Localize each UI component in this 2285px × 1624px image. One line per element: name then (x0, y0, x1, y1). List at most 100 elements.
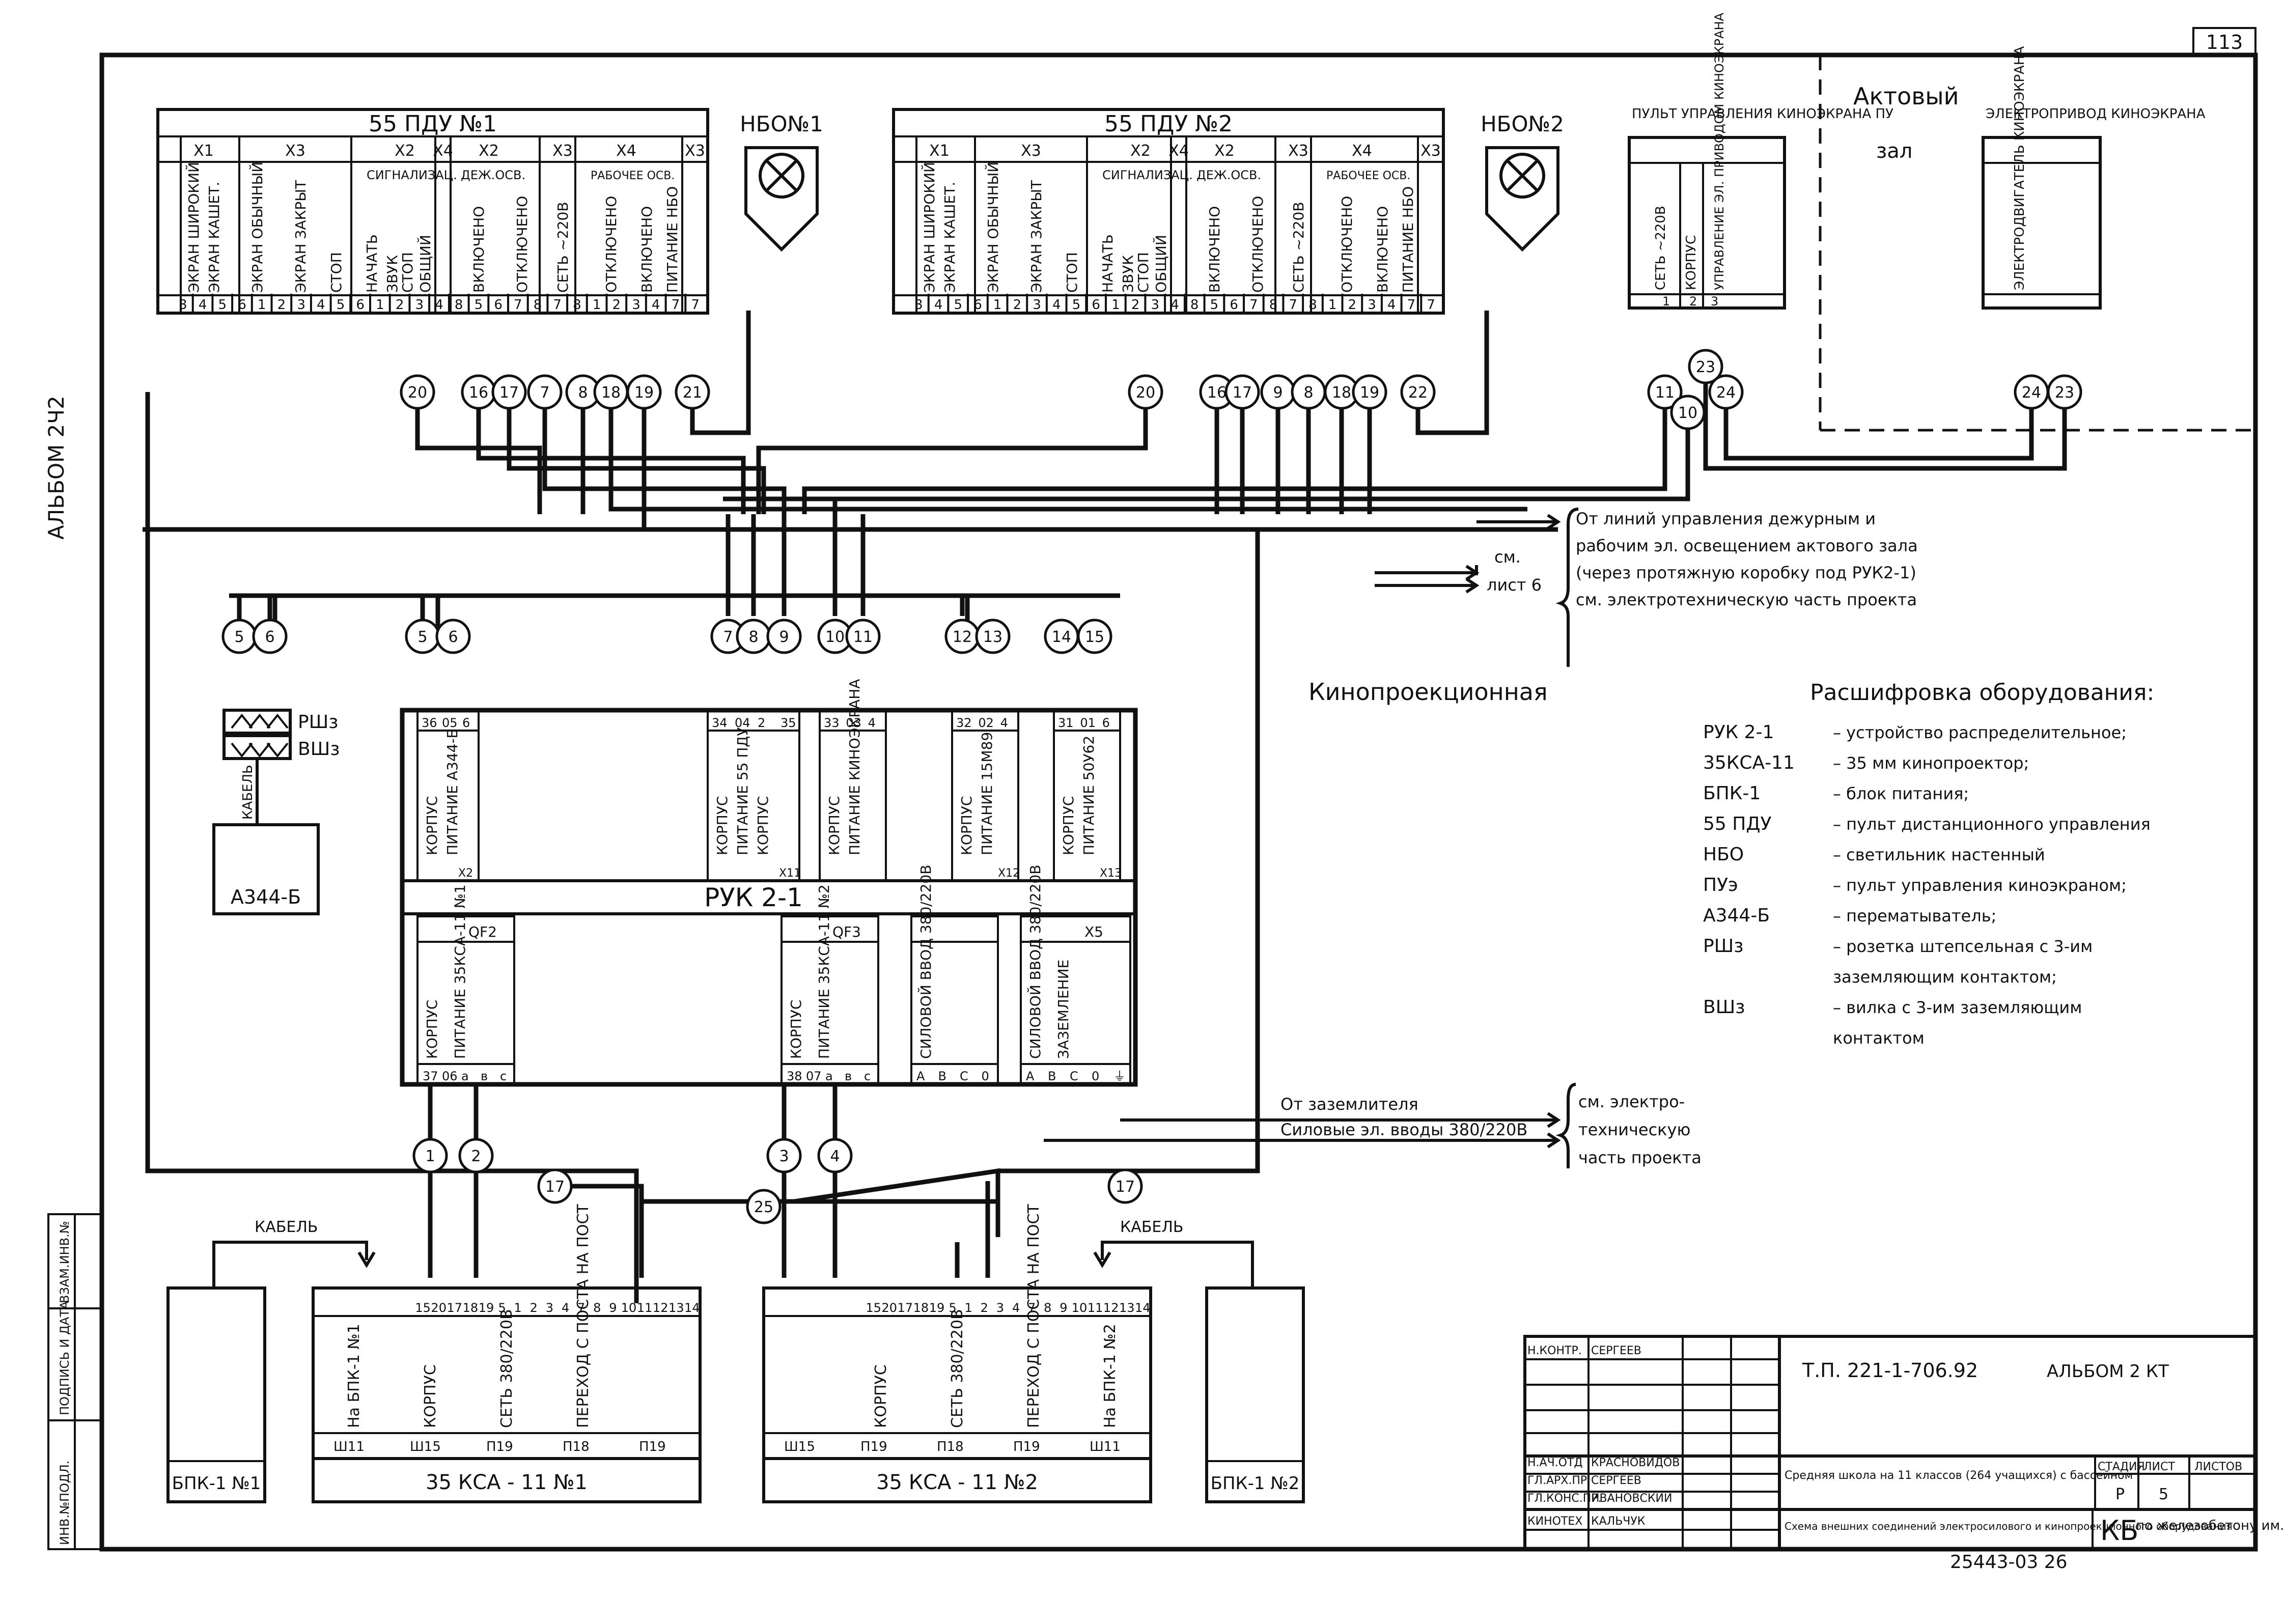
proj-pin: 19 (479, 1301, 494, 1315)
wire-marker: 9 (766, 619, 802, 654)
ruk-col-label: КОРПУС (424, 1000, 440, 1059)
note-arrows (1044, 514, 1561, 1149)
proj-pin: 10 (1072, 1301, 1088, 1315)
pin-label: 1 (376, 297, 384, 313)
ruk-block-head: X5 (1084, 923, 1103, 940)
proj-conn: Ш11 (1090, 1439, 1121, 1454)
proj-conn: П19 (860, 1439, 887, 1454)
tb-object: Средняя школа на 11 классов (264 учащихс… (1785, 1469, 2133, 1482)
page-number: 113 (2206, 31, 2243, 53)
tb-role: Н.КОНТР. (1527, 1345, 1582, 1357)
legend-key: ВШз (1703, 997, 1745, 1018)
pin-label: 4 (1171, 297, 1179, 313)
proj-pin: 17 (898, 1301, 913, 1315)
tb-role: ГЛ.КОНС.ПР. (1527, 1492, 1602, 1505)
legend-value: – пульт управления киноэкраном; (1833, 876, 2127, 895)
block-frame (416, 915, 515, 1085)
legend-value: заземляющим контактом; (1833, 967, 2057, 987)
wire-marker: 15 (1077, 619, 1112, 654)
svg-text:X3: X3 (285, 142, 305, 160)
ruk-col-label: КОРПУС (958, 796, 975, 855)
wire-marker: 11 (845, 619, 881, 654)
note-see-el1: см. электро- (1578, 1092, 1685, 1111)
pin-label: 2 (612, 297, 621, 313)
wire-marker-label: 9 (1273, 384, 1283, 402)
wire-marker-circle (845, 619, 881, 654)
ruk-col-label: ПИТАНИЕ 50У62 (1080, 736, 1097, 855)
wire-marker-circle (400, 374, 435, 410)
wire-marker-label: 3 (779, 1147, 789, 1165)
wire-marker-label: 1 (425, 1147, 435, 1165)
stamp-inv: ИНВ.№ПОДЛ. (58, 1461, 72, 1545)
note-line4: см. электротехническую часть проекта (1576, 590, 1917, 609)
wire-marker-circle (1670, 395, 1706, 430)
pdu2-panel: 55 ПДУ №2 X1 X3 X2 X4 X2 X3 X4 X3 СИГНАЛ… (892, 108, 1445, 315)
proj-pin: 9 (609, 1301, 617, 1315)
svg-text:ОТКЛЮЧЕНО: ОТКЛЮЧЕНО (603, 196, 620, 293)
svg-text:СТОП: СТОП (1135, 252, 1152, 293)
hall-title: Актовый (1853, 82, 1959, 110)
wire-marker-circle (1688, 349, 1723, 384)
pdu2-sub-dej: ДЕЖ.ОСВ. (1196, 168, 1261, 182)
svg-text:СТОП: СТОП (399, 252, 416, 293)
wire-marker-label: 19 (1360, 384, 1379, 402)
proj-pin: 14 (1135, 1301, 1151, 1315)
pin-label: 3 (415, 297, 424, 313)
pin-label: 4 (1052, 297, 1061, 313)
pin-label: 7 (553, 297, 562, 313)
wire-marker-circle (412, 1138, 448, 1173)
svg-text:2: 2 (1689, 294, 1697, 309)
ruk-col-label: КОРПУС (1060, 796, 1077, 855)
pin-label: 8 (1190, 297, 1199, 313)
proj-pin: 4 (562, 1301, 569, 1315)
wire-marker-label: 5 (234, 628, 244, 646)
pu-screen-panel: ПУЛЬТ УПРАВЛЕНИЯ КИНОЭКРАНА ПУ СЕТЬ ~220… (1628, 12, 1893, 310)
socket-group: РШз ВШз КАБЕЛЬ А344-Б (212, 709, 340, 915)
ruk-pin: a (825, 1069, 833, 1083)
bpk1-label: БПК-1 №1 (172, 1473, 261, 1494)
ruk-pin: В (938, 1069, 946, 1083)
svg-text:СЕТЬ ~220В: СЕТЬ ~220В (1290, 202, 1307, 293)
stamp-vzam: ВЗАМ.ИНВ.№ (58, 1221, 72, 1303)
ruk-col-label: КОРПУС (424, 796, 440, 855)
tb-album: АЛЬБОМ 2 КТ (2047, 1361, 2169, 1382)
svg-text:НАЧАТЬ: НАЧАТЬ (364, 234, 380, 293)
ruk-col-label: ПИТАНИЕ 15М89 (979, 732, 995, 855)
wire-marker-label: 23 (1696, 358, 1715, 376)
pin-label: 7 (514, 297, 522, 313)
tb-desc: Схема внешних соединений электросилового… (1785, 1520, 2233, 1532)
wire-marker-label: 5 (417, 628, 427, 646)
proj1-title: 35 КСА - 11 №1 (426, 1471, 588, 1494)
sheet-frame (99, 52, 2258, 1552)
svg-text:ЭКРАН ШИРОКИЙ: ЭКРАН ШИРОКИЙ (185, 162, 202, 293)
wire-marker: 3 (766, 1138, 802, 1173)
svg-text:X3: X3 (552, 142, 573, 160)
svg-text:ВКЛЮЧЕНО: ВКЛЮЧЕНО (1374, 206, 1391, 293)
proj-pin: 15 (415, 1301, 431, 1315)
wire-marker: 20 (400, 374, 435, 410)
rsh-label: РШз (298, 712, 338, 733)
projector-wires (428, 529, 1260, 1278)
wire-marker: 19 (626, 374, 662, 410)
wire-marker: 17 (537, 1168, 573, 1204)
pin-label: 8 (534, 297, 542, 313)
ruk-title: РУК 2-1 (704, 883, 803, 912)
ruk-pin: 31 (1058, 716, 1074, 730)
pdu2-sub-sig: СИГНАЛИЗАЦ. (1102, 168, 1193, 182)
ruk-col-label: КОРПУС (788, 1000, 804, 1059)
wire-marker-label: 6 (448, 628, 458, 646)
legend-value: – устройство распределительное; (1833, 723, 2127, 742)
legend-key: БПК-1 (1703, 783, 1761, 804)
ruk-pin: 0 (1092, 1069, 1099, 1083)
svg-text:3: 3 (1711, 294, 1718, 309)
svg-text:X4: X4 (1352, 142, 1372, 160)
legend-value: – перематыватель; (1833, 906, 1996, 926)
ruk-col-label: ПИТАНИЕ 35КСА-11 №2 (816, 884, 832, 1059)
